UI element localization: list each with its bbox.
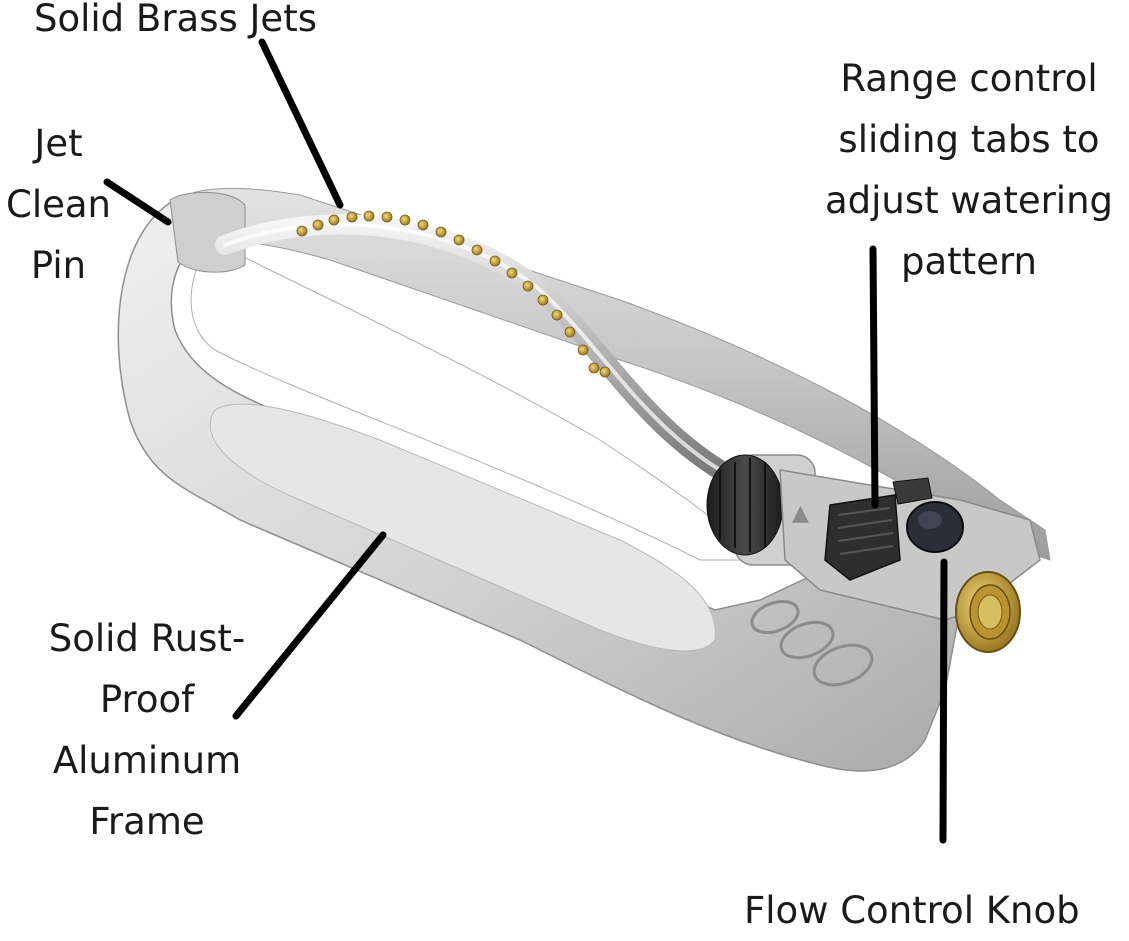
dark-collar: [706, 454, 784, 556]
brass-jets: [296, 210, 611, 378]
frame-oval-2: [779, 620, 835, 660]
leader-frame: [232, 531, 387, 720]
label-frame-line-3: Aluminum: [52, 739, 242, 782]
label-range-control-line-1: Range control: [840, 57, 1098, 100]
label-range-control-line-4: pattern: [901, 240, 1037, 283]
label-jet-clean-pin-line-3: Pin: [30, 244, 87, 287]
label-jet-clean-pin-line-1: Jet: [34, 122, 83, 165]
label-frame-line-1: Solid Rust-: [48, 617, 246, 660]
label-flow-control-knob-text: Flow Control Knob: [744, 889, 1080, 932]
label-aluminum-frame: Solid Rust- Proof Aluminum Frame: [22, 608, 272, 852]
tube-highlight: [223, 222, 722, 472]
hose-filter-screen: [977, 594, 1003, 630]
leader-clean-pin: [103, 178, 172, 226]
collar-ribs: [719, 458, 766, 552]
label-range-control: Range control sliding tabs to adjust wat…: [818, 48, 1120, 292]
leader-brass-jets: [258, 38, 344, 209]
range-control-tab-upper: [892, 477, 933, 505]
label-range-control-line-2: sliding tabs to: [838, 118, 1100, 161]
leader-flow-knob: [939, 558, 948, 844]
leader-lines: [103, 38, 948, 844]
label-solid-brass-jets-text: Solid Brass Jets: [34, 0, 317, 40]
label-range-control-line-3: adjust watering: [824, 179, 1114, 222]
leader-range-control: [869, 245, 879, 509]
label-jet-clean-pin: Jet Clean Pin: [0, 113, 121, 296]
label-flow-control-knob: Flow Control Knob: [744, 880, 1080, 941]
range-tab-grip: [837, 507, 894, 555]
frame-oval-1: [750, 599, 800, 635]
knob-highlight: [918, 511, 942, 529]
arrow-marking: ▲: [792, 501, 809, 526]
label-solid-brass-jets: Solid Brass Jets: [34, 0, 317, 49]
frame-body: [117, 199, 992, 772]
label-jet-clean-pin-line-2: Clean: [5, 183, 111, 226]
label-frame-line-2: Proof: [99, 678, 195, 721]
frame-oval-3: [812, 643, 874, 687]
frame-recess-panel: [209, 403, 716, 652]
label-frame-line-4: Frame: [89, 800, 205, 843]
